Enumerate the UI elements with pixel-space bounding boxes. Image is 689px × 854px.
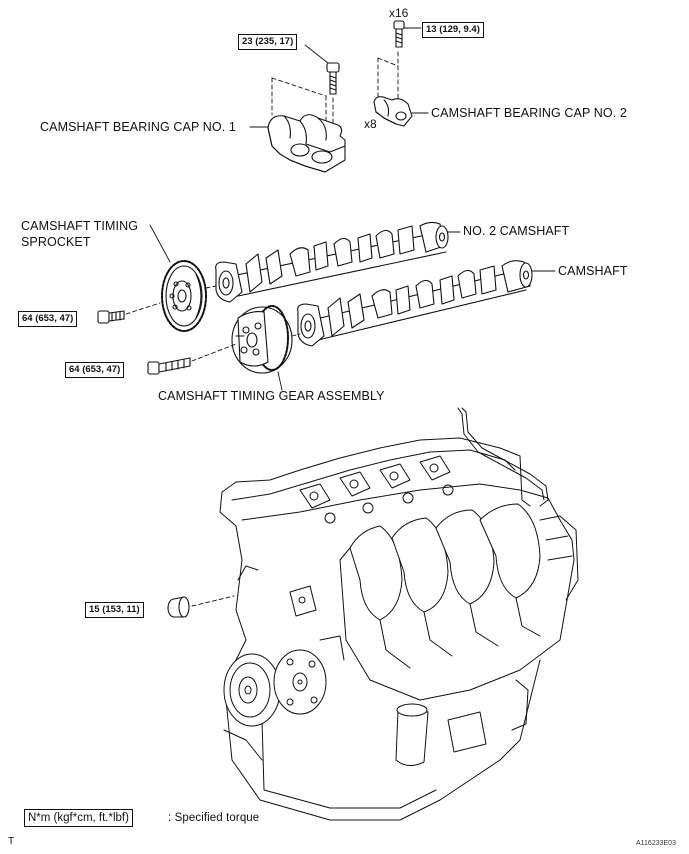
bearing-cap-2 xyxy=(374,97,412,126)
gear-bolt-torque: 64 (653, 47) xyxy=(65,362,125,378)
cap1-bolt-torque: 23 (235, 17) xyxy=(238,34,298,50)
gear-bolt xyxy=(148,358,190,374)
plug xyxy=(168,597,189,617)
bearing-cap-2-label: CAMSHAFT BEARING CAP NO. 2 xyxy=(431,106,627,120)
corner-mark: T xyxy=(8,836,15,847)
timing-gear-assembly xyxy=(232,306,292,373)
cap2-cap-quantity: x8 xyxy=(364,117,377,131)
sprocket-label-line1: CAMSHAFT TIMING xyxy=(21,219,139,233)
camshaft xyxy=(298,261,532,346)
cap2-bolt xyxy=(394,21,404,47)
bearing-cap-1 xyxy=(268,115,345,172)
gear-assembly-label: CAMSHAFT TIMING GEAR ASSEMBLY xyxy=(158,389,385,403)
sprocket-bolt-torque: 64 (653, 47) xyxy=(18,311,78,327)
no2-camshaft xyxy=(216,222,448,302)
figure-id: A116233E03 xyxy=(636,840,676,847)
engine-block xyxy=(220,408,578,820)
no2-camshaft-label: NO. 2 CAMSHAFT xyxy=(463,224,570,238)
sprocket-bolt xyxy=(98,311,124,323)
sprocket-label-line2: SPROCKET xyxy=(21,235,91,249)
cap2-bolt-torque: 13 (129, 9.4) xyxy=(422,22,484,38)
cap1-bolt xyxy=(327,63,339,94)
torque-legend-text: : Specified torque xyxy=(168,812,260,824)
timing-sprocket xyxy=(162,261,206,331)
bearing-cap-1-label: CAMSHAFT BEARING CAP NO. 1 xyxy=(40,120,236,134)
camshaft-label: CAMSHAFT xyxy=(558,264,628,278)
cap2-bolt-quantity: x16 xyxy=(389,6,409,20)
plug-torque: 15 (153, 11) xyxy=(85,602,144,618)
torque-unit-legend: N*m (kgf*cm, ft.*lbf) xyxy=(24,809,133,827)
